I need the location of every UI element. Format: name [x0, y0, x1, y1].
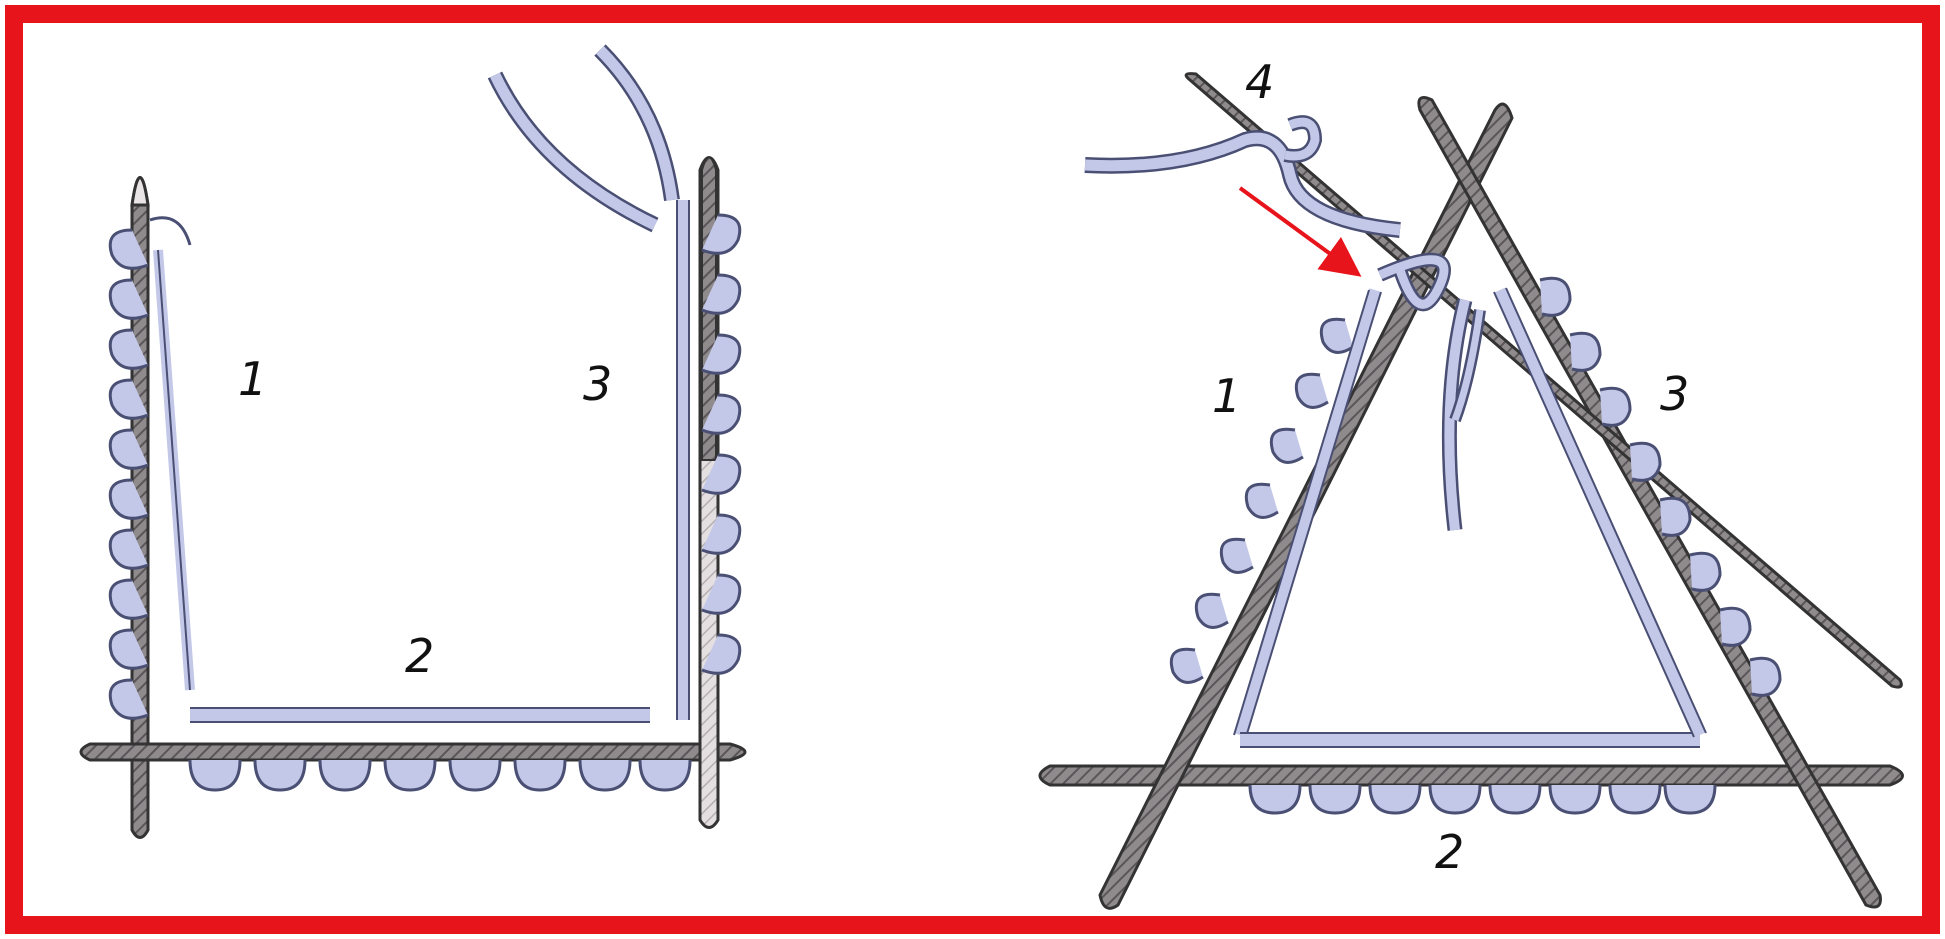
- right-figure: [1040, 74, 1903, 909]
- left-figure: [81, 50, 745, 838]
- right-label-3: 3: [1660, 367, 1689, 421]
- left-label-2: 2: [405, 629, 434, 683]
- right-label-2: 2: [1435, 825, 1464, 879]
- left-label-3: 3: [583, 357, 612, 411]
- left-label-1: 1: [238, 352, 267, 406]
- left-yarn-tails: [495, 50, 672, 225]
- right-label-4: 4: [1245, 55, 1274, 109]
- right-needle-1-stitches: [1171, 290, 1381, 737]
- right-label-1: 1: [1212, 369, 1241, 423]
- left-needle-2: [81, 744, 745, 760]
- left-needle-1-stitches: [110, 218, 190, 719]
- right-working-yarn: [1085, 122, 1480, 530]
